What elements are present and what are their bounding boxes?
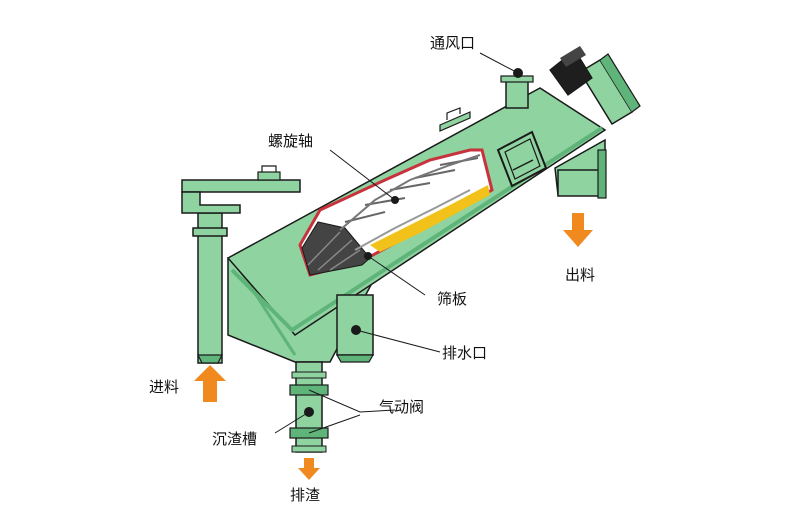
label-vent: 通风口 [430, 34, 476, 52]
outlet-arrow [563, 213, 593, 247]
inlet-pipe [192, 212, 228, 364]
label-slag-discharge: 排渣 [290, 486, 321, 504]
motor-assembly [549, 46, 641, 126]
label-inlet: 进料 [149, 378, 180, 396]
label-pneumatic-valve: 气动阀 [379, 398, 425, 416]
top-lid [439, 107, 471, 132]
slag-pipe [289, 361, 329, 453]
top-cover [181, 165, 301, 214]
vent-pipe [500, 68, 534, 109]
label-screen-plate: 筛板 [437, 290, 468, 308]
inspection-hatch [496, 130, 548, 188]
label-outlet: 出料 [565, 266, 596, 284]
slag-arrow [298, 458, 320, 480]
inlet-arrow [194, 365, 226, 402]
leader-lines [274, 52, 519, 434]
drain-pipe [335, 294, 375, 363]
label-screw-shaft: 螺旋轴 [268, 132, 314, 150]
label-settling-tank: 沉渣槽 [212, 430, 258, 448]
outlet-chute [554, 138, 607, 199]
cutaway-window [298, 148, 494, 277]
label-drain: 排水口 [442, 344, 488, 362]
